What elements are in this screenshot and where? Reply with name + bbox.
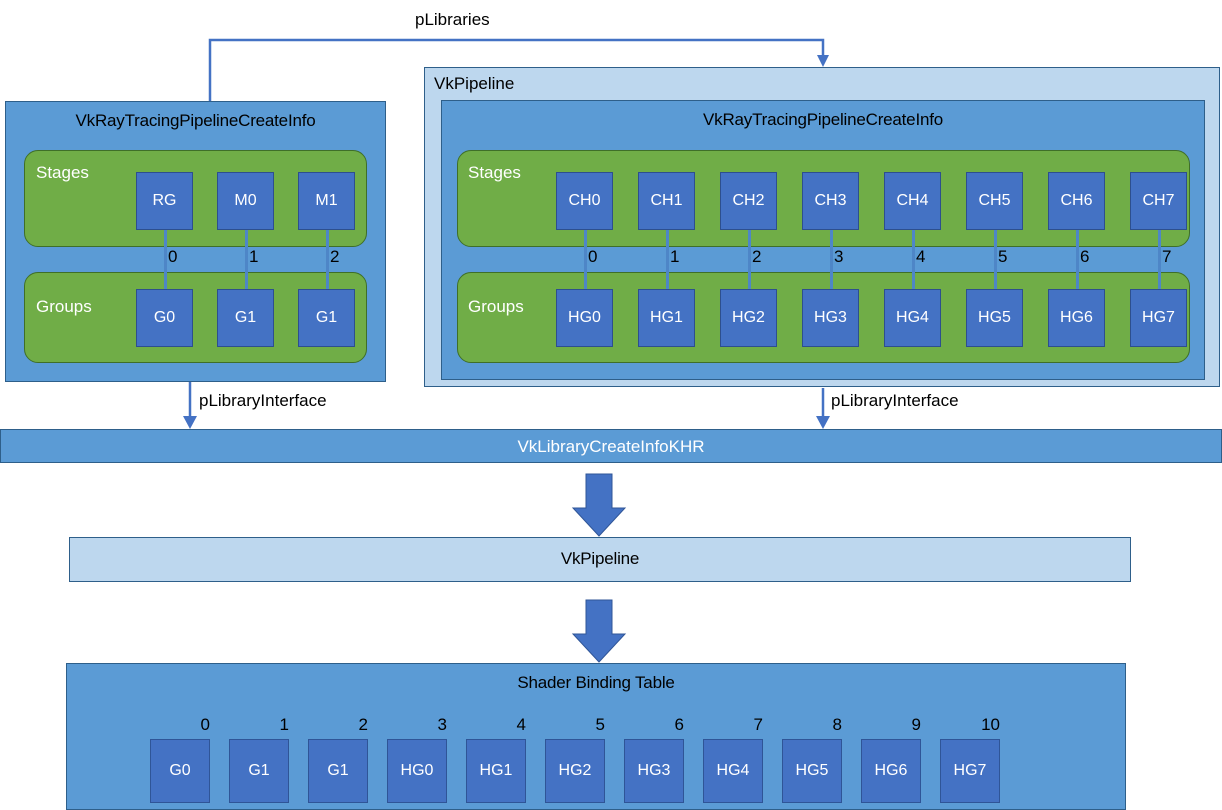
right-index-label: 2 (752, 247, 762, 266)
vkpipeline-result-bar (69, 537, 1131, 582)
right-group-cell[interactable]: HG6 (1048, 289, 1105, 347)
sbt-index-label: 1 (279, 715, 289, 734)
right-group-cell[interactable]: HG7 (1130, 289, 1187, 347)
sbt-entry[interactable]: G1 (229, 739, 289, 803)
right-connector-6 (1076, 228, 1079, 290)
sbt-entry[interactable]: G1 (308, 739, 368, 803)
right-group-cell[interactable]: HG1 (638, 289, 695, 347)
sbt-index-label: 10 (981, 715, 1000, 734)
left-index-label: 2 (330, 247, 340, 266)
right-index-label: 0 (588, 247, 598, 266)
right-vkpipeline-title: VkPipeline (434, 74, 515, 93)
right-index-label: 3 (834, 247, 844, 266)
left-stages-label: Stages (36, 163, 89, 182)
right-index-label: 4 (916, 247, 926, 266)
right-group-cell[interactable]: HG3 (802, 289, 859, 347)
right-group-cell[interactable]: HG4 (884, 289, 941, 347)
sbt-index-label: 8 (832, 715, 842, 734)
right-stage-cell[interactable]: CH7 (1130, 172, 1187, 230)
right-stage-cell[interactable]: CH5 (966, 172, 1023, 230)
left-groups-label: Groups (36, 297, 92, 316)
sbt-index-label: 5 (595, 715, 605, 734)
right-index-label: 7 (1162, 247, 1172, 266)
sbt-index-label: 4 (516, 715, 526, 734)
right-connector-0 (584, 228, 587, 290)
sbt-entry[interactable]: HG6 (861, 739, 921, 803)
right-stage-cell[interactable]: CH0 (556, 172, 613, 230)
left-group-cell[interactable]: G1 (298, 289, 355, 347)
left-index-label: 1 (249, 247, 259, 266)
p-libraries-label: pLibraries (415, 10, 490, 29)
left-index-label: 0 (168, 247, 178, 266)
sbt-index-label: 3 (437, 715, 447, 734)
right-stage-cell[interactable]: CH6 (1048, 172, 1105, 230)
p-library-interface-left-label: pLibraryInterface (199, 391, 327, 410)
left-stage-cell[interactable]: M1 (298, 172, 355, 230)
right-connector-3 (830, 228, 833, 290)
left-group-cell[interactable]: G1 (217, 289, 274, 347)
left-connector-2 (326, 228, 329, 290)
right-connector-4 (912, 228, 915, 290)
right-group-cell[interactable]: HG2 (720, 289, 777, 347)
sbt-entry[interactable]: HG3 (624, 739, 684, 803)
right-index-label: 6 (1080, 247, 1090, 266)
sbt-index-label: 6 (674, 715, 684, 734)
library-create-info-bar (0, 429, 1222, 463)
right-group-cell[interactable]: HG5 (966, 289, 1023, 347)
right-create-info-title: VkRayTracingPipelineCreateInfo (703, 110, 943, 129)
left-group-cell[interactable]: G0 (136, 289, 193, 347)
sbt-entry[interactable]: HG0 (387, 739, 447, 803)
shader-binding-table-title: Shader Binding Table (517, 673, 675, 692)
right-stage-cell[interactable]: CH4 (884, 172, 941, 230)
vkpipeline-result-label: VkPipeline (560, 549, 640, 568)
right-stage-cell[interactable]: CH1 (638, 172, 695, 230)
left-stage-cell[interactable]: RG (136, 172, 193, 230)
sbt-index-label: 0 (200, 715, 210, 734)
sbt-entry[interactable]: HG1 (466, 739, 526, 803)
sbt-index-label: 9 (911, 715, 921, 734)
sbt-index-label: 7 (753, 715, 763, 734)
sbt-index-label: 2 (358, 715, 368, 734)
right-stages-label: Stages (468, 163, 521, 182)
sbt-entry[interactable]: HG2 (545, 739, 605, 803)
sbt-entry[interactable]: HG4 (703, 739, 763, 803)
right-group-cell[interactable]: HG0 (556, 289, 613, 347)
right-index-label: 5 (998, 247, 1008, 266)
library-create-info-label: VkLibraryCreateInfoKHR (517, 437, 705, 456)
left-create-info-title: VkRayTracingPipelineCreateInfo (75, 111, 316, 130)
left-connector-1 (245, 228, 248, 290)
right-connector-2 (748, 228, 751, 290)
right-stage-cell[interactable]: CH3 (802, 172, 859, 230)
sbt-entry[interactable]: HG5 (782, 739, 842, 803)
right-index-label: 1 (670, 247, 680, 266)
right-connector-5 (994, 228, 997, 290)
left-connector-0 (164, 228, 167, 290)
left-stage-cell[interactable]: M0 (217, 172, 274, 230)
sbt-entry[interactable]: HG7 (940, 739, 1000, 803)
right-stage-cell[interactable]: CH2 (720, 172, 777, 230)
right-connector-1 (666, 228, 669, 290)
right-connector-7 (1158, 228, 1161, 290)
p-library-interface-right-label: pLibraryInterface (831, 391, 959, 410)
right-groups-label: Groups (468, 297, 524, 316)
sbt-entry[interactable]: G0 (150, 739, 210, 803)
